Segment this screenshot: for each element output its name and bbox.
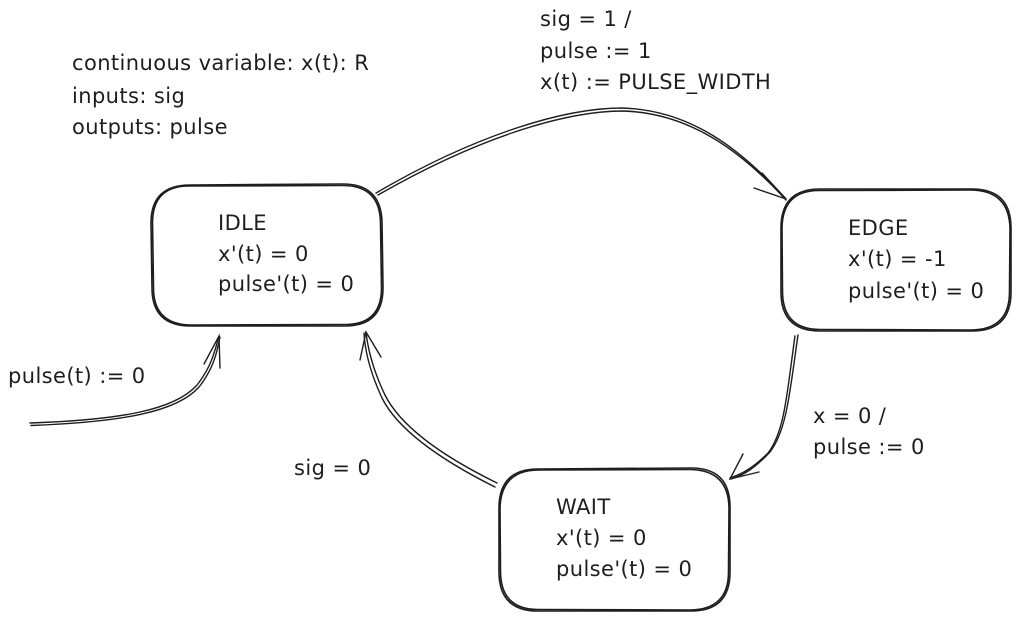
transition-initial-arrow-line [29, 335, 220, 424]
state-edge-box-sketch [781, 189, 1011, 331]
state-wait[interactable]: WAIT x'(t) = 0 pulse'(t) = 0 [498, 467, 731, 612]
state-wait-line-2: pulse'(t) = 0 [556, 557, 692, 581]
transition-wait-to-idle-arrow-line-sketch [363, 332, 496, 488]
transition-idle-to-edge[interactable]: sig = 1 / pulse := 1 x(t) := PULSE_WIDTH [375, 7, 787, 201]
state-wait-line-1: x'(t) = 0 [556, 526, 647, 550]
transition-wait-to-idle-arrow-line [365, 331, 498, 484]
state-edge[interactable]: EDGE x'(t) = -1 pulse'(t) = 0 [780, 188, 1012, 332]
transition-idle-to-edge-arrow-line-sketch [377, 110, 787, 201]
state-idle-name: IDLE [218, 211, 267, 235]
state-idle-box-sketch [151, 184, 383, 326]
state-idle-line-2: pulse'(t) = 0 [218, 272, 354, 296]
state-edge-box [780, 188, 1012, 332]
transition-wait-to-idle-label: sig = 0 [294, 456, 371, 480]
state-idle[interactable]: IDLE x'(t) = 0 pulse'(t) = 0 [150, 183, 384, 327]
state-idle-box [150, 183, 384, 327]
declaration-continuous-variable: continuous variable: x(t): R [72, 51, 369, 75]
transition-initial[interactable]: pulse(t) := 0 [8, 333, 221, 427]
transition-wait-to-idle[interactable]: sig = 0 [294, 330, 498, 488]
transition-idle-to-edge-label-2: pulse := 1 [540, 39, 652, 63]
transition-edge-to-wait[interactable]: x = 0 / pulse := 0 [728, 334, 925, 481]
state-edge-line-1: x'(t) = -1 [848, 247, 947, 271]
transition-initial-arrow-line-sketch [30, 336, 221, 427]
declaration-inputs: inputs: sig [72, 84, 185, 108]
declaration-outputs: outputs: pulse [72, 115, 228, 139]
transition-idle-to-edge-arrowhead [753, 172, 787, 200]
transition-idle-to-edge-label-3: x(t) := PULSE_WIDTH [540, 70, 771, 95]
transition-idle-to-edge-arrow-line [375, 107, 787, 200]
state-wait-box [498, 467, 731, 612]
state-idle-line-1: x'(t) = 0 [218, 242, 309, 266]
state-wait-box-sketch [499, 468, 730, 611]
transition-edge-to-wait-label-1: x = 0 / [813, 404, 887, 428]
transition-initial-arrowhead [203, 333, 221, 369]
transition-initial-label: pulse(t) := 0 [8, 364, 146, 388]
transition-edge-to-wait-arrowhead [728, 453, 760, 481]
transition-edge-to-wait-arrow-line-sketch [729, 335, 796, 479]
state-edge-name: EDGE [848, 216, 909, 240]
transition-edge-to-wait-arrow-line [730, 334, 799, 480]
declarations: continuous variable: x(t): R inputs: sig… [72, 51, 369, 139]
transition-idle-to-edge-label-1: sig = 1 / [540, 7, 632, 31]
state-wait-name: WAIT [556, 495, 611, 519]
transition-wait-to-idle-arrowhead [359, 330, 382, 361]
state-edge-line-2: pulse'(t) = 0 [848, 279, 984, 303]
transition-edge-to-wait-label-2: pulse := 0 [813, 435, 925, 459]
